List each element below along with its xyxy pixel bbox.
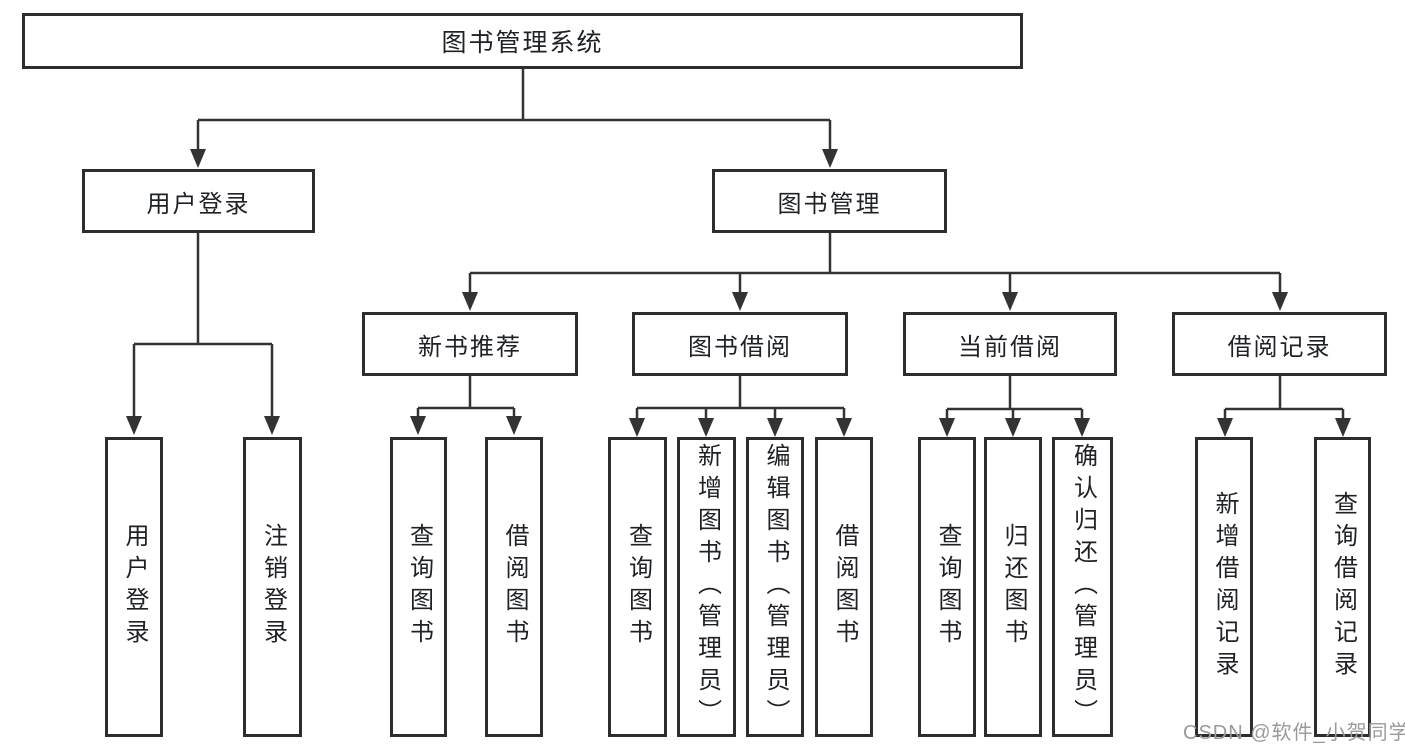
- csdn-watermark: CSDN @软件_小贺同学: [1183, 722, 1405, 744]
- leaf-query-books-1: 查询图书: [390, 437, 447, 737]
- node-new-book-recommend: 新书推荐: [362, 312, 578, 376]
- node-book-borrowing: 图书借阅: [632, 312, 848, 376]
- leaf-user-login: 用户登录: [105, 437, 163, 737]
- node-book-management: 图书管理: [712, 169, 947, 233]
- arrowhead-icons: [126, 149, 1351, 437]
- node-label: 查询借阅记录: [1329, 491, 1357, 683]
- node-label: 查询图书: [934, 523, 961, 651]
- leaf-query-borrow-record: 查询借阅记录: [1314, 437, 1371, 737]
- leaf-query-books-2: 查询图书: [608, 437, 667, 737]
- node-label: 借阅图书: [831, 523, 858, 651]
- node-label: 编辑图书（管理员）: [762, 443, 789, 731]
- node-label: 图书借阅: [688, 333, 792, 361]
- node-label: 归还图书: [1000, 523, 1027, 651]
- node-label: 注销登录: [259, 523, 287, 651]
- node-current-borrowing: 当前借阅: [903, 312, 1117, 376]
- leaf-return-book: 归还图书: [984, 437, 1042, 737]
- node-label: 确认归还（管理员）: [1069, 443, 1097, 731]
- node-label: 新增图书（管理员）: [693, 443, 721, 731]
- leaf-query-books-3: 查询图书: [918, 437, 976, 737]
- node-label: 新书推荐: [418, 333, 522, 361]
- node-user-login: 用户登录: [82, 169, 315, 233]
- leaf-add-borrow-record: 新增借阅记录: [1195, 437, 1253, 737]
- node-label: 新增借阅记录: [1211, 491, 1238, 683]
- node-borrowing-records: 借阅记录: [1172, 312, 1387, 376]
- node-label: 查询图书: [624, 523, 652, 651]
- node-label: 图书管理: [777, 190, 882, 218]
- node-label: 图书管理系统: [441, 29, 604, 57]
- node-library-management-system: 图书管理系统: [22, 13, 1023, 69]
- node-label: 借阅图书: [501, 523, 528, 651]
- leaf-borrow-books-2: 借阅图书: [815, 437, 873, 737]
- node-label: 借阅记录: [1227, 333, 1332, 361]
- node-label: 用户登录: [121, 523, 148, 651]
- leaf-confirm-return-admin: 确认归还（管理员）: [1052, 437, 1113, 737]
- leaf-edit-book-admin: 编辑图书（管理员）: [746, 437, 804, 737]
- leaf-borrow-books-1: 借阅图书: [485, 437, 543, 737]
- node-label: 当前借阅: [958, 333, 1062, 361]
- leaf-logout: 注销登录: [243, 437, 302, 737]
- node-label: 查询图书: [405, 523, 433, 651]
- leaf-add-book-admin: 新增图书（管理员）: [677, 437, 736, 737]
- node-label: 用户登录: [146, 190, 251, 218]
